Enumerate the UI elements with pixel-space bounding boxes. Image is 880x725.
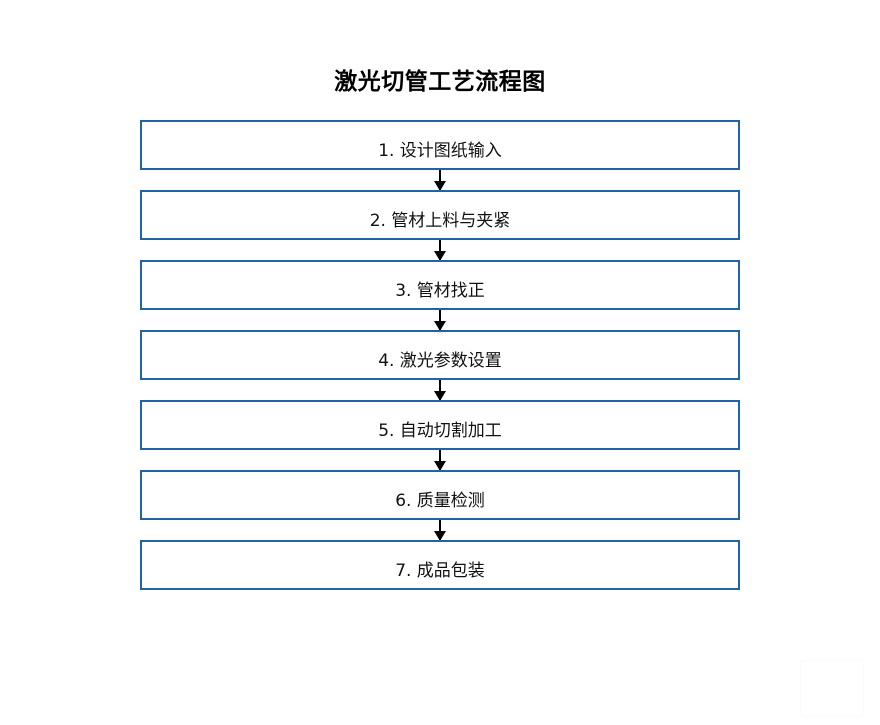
flow-step-4: 4. 激光参数设置 <box>140 330 740 380</box>
arrow-down-icon <box>434 240 446 261</box>
flow-step-1: 1. 设计图纸输入 <box>140 120 740 170</box>
arrow-down-icon <box>434 520 446 541</box>
flow-step-2: 2. 管材上料与夹紧 <box>140 190 740 240</box>
diagram-title: 激光切管工艺流程图 <box>334 69 546 95</box>
step-label: 6. 质量检测 <box>395 490 485 511</box>
step-label: 2. 管材上料与夹紧 <box>369 210 511 231</box>
flow-step-6: 6. 质量检测 <box>140 470 740 520</box>
step-label: 5. 自动切割加工 <box>378 420 502 441</box>
faint-watermark <box>800 660 864 717</box>
step-label: 4. 激光参数设置 <box>378 350 502 371</box>
flow-step-3: 3. 管材找正 <box>140 260 740 310</box>
arrow-down-icon <box>434 380 446 401</box>
flow-step-5: 5. 自动切割加工 <box>140 400 740 450</box>
arrow-down-icon <box>434 450 446 471</box>
step-label: 7. 成品包装 <box>395 560 485 581</box>
step-label: 3. 管材找正 <box>395 280 485 301</box>
step-label: 1. 设计图纸输入 <box>378 140 502 161</box>
arrow-down-icon <box>434 170 446 191</box>
arrow-down-icon <box>434 310 446 331</box>
flow-step-7: 7. 成品包装 <box>140 540 740 590</box>
